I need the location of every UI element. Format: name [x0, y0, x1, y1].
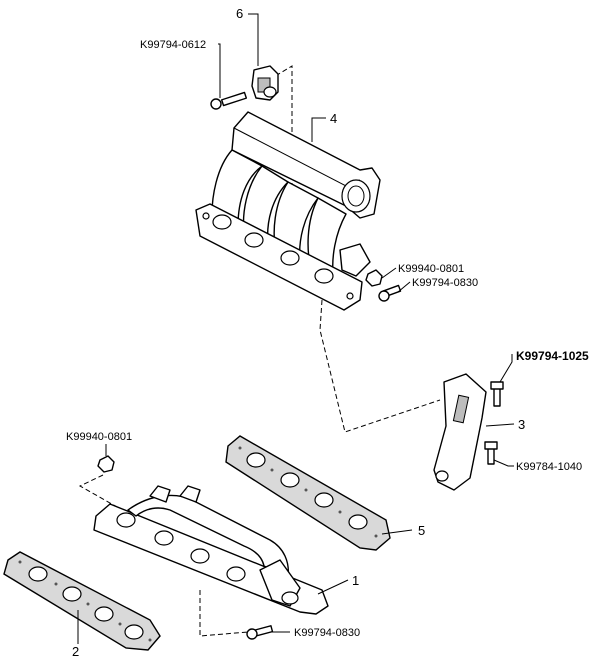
callout-1: 1: [352, 573, 359, 588]
part-number-bolt-intake: K99794-0830: [412, 277, 478, 289]
part-number-bolt-bracket-lower: K99784-1040: [516, 461, 582, 473]
nut-exhaust: [97, 455, 115, 473]
nut-intake: [365, 269, 383, 287]
gasket-part-5: [225, 435, 391, 551]
callout-4: 4: [330, 111, 337, 126]
part-number-bolt-bracket-upper: K99794-1025: [516, 349, 589, 363]
callout-3: 3: [518, 417, 525, 432]
bolt-top: [210, 91, 248, 110]
exhaust-manifold-part-1: [93, 485, 329, 615]
bolt-exhaust: [246, 625, 274, 640]
gasket-part-2: [3, 551, 161, 651]
bolt-bracket-upper: [490, 381, 504, 407]
bolt-intake: [378, 284, 402, 302]
intake-manifold-part-4: [195, 111, 381, 311]
bracket-part-3: [433, 373, 487, 491]
part-number-bolt-top: K99794-0612: [140, 39, 206, 51]
callout-6: 6: [236, 6, 243, 21]
part-number-labels: K99794-0612 K99940-0801 K99794-0830 K997…: [66, 39, 589, 639]
bolt-bracket-lower: [484, 441, 498, 465]
part-number-nut-intake: K99940-0801: [398, 263, 464, 275]
part-number-nut-exhaust: K99940-0801: [66, 431, 132, 443]
callout-5: 5: [418, 523, 425, 538]
callout-labels: 6 4 3 5 1 2: [72, 6, 525, 659]
leader-lines: [77, 13, 515, 644]
callout-2: 2: [72, 644, 79, 659]
sensor-bracket-part-6: [251, 65, 279, 101]
part-number-bolt-exhaust: K99794-0830: [294, 627, 360, 639]
